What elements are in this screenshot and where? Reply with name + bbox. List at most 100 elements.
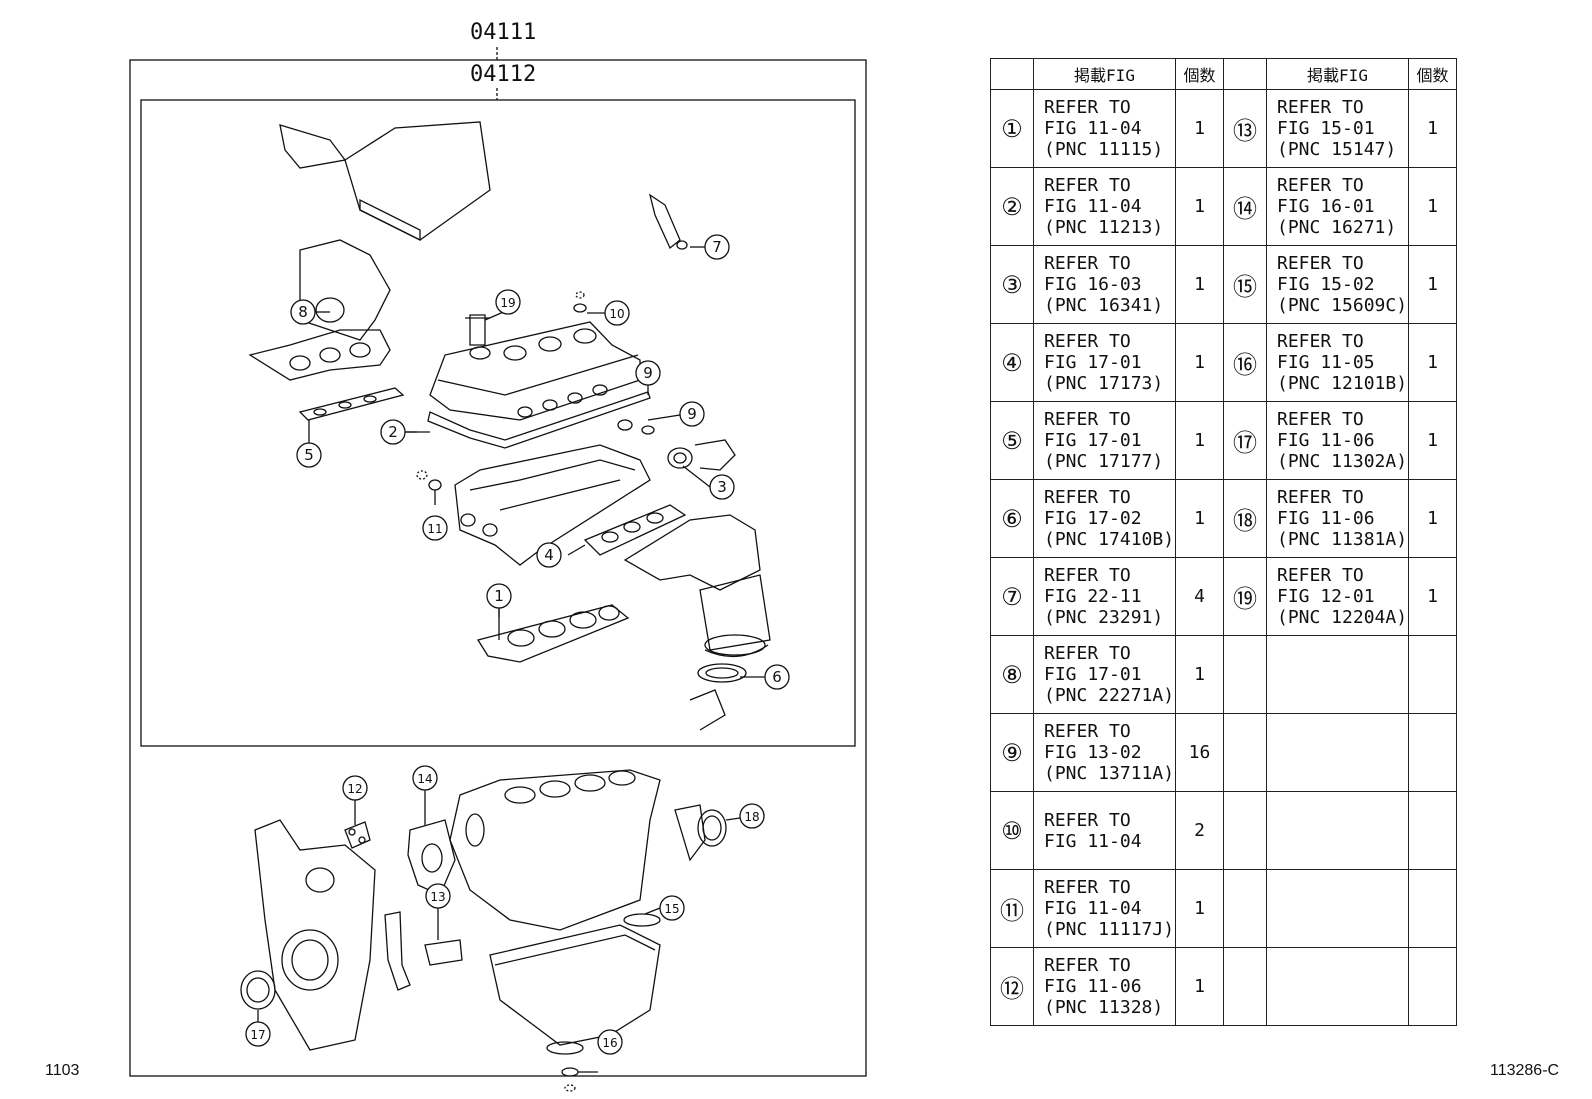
- exhaust-pipe-gasket: [689, 663, 747, 731]
- right-qty-cell: [1408, 869, 1457, 948]
- right-num-cell: ⑬: [1223, 89, 1267, 168]
- air-intake-plenum: [279, 121, 491, 242]
- left-ref-cell: REFER TO FIG 11-04 (PNC 11213): [1033, 167, 1176, 246]
- header-fig: 掲載FIG: [1033, 58, 1176, 90]
- left-num-cell: ⑥: [990, 479, 1034, 558]
- valve-cover-gasket: [405, 391, 651, 449]
- callout-label-6: 6: [772, 668, 782, 686]
- callout-label-8: 8: [298, 303, 308, 321]
- right-qty-cell: 1: [1408, 167, 1457, 246]
- small-gasket: [344, 821, 371, 849]
- left-qty-cell: 1: [1175, 167, 1224, 246]
- oil-pan: [489, 924, 661, 1055]
- intake-manifold-gasket: [248, 239, 391, 381]
- exhaust-manifold: [623, 514, 771, 658]
- right-num-cell: [1223, 635, 1267, 714]
- left-num-cell: ②: [990, 167, 1034, 246]
- footer-right-code: 113286-C: [1490, 1062, 1560, 1079]
- right-qty-cell: 1: [1408, 89, 1457, 168]
- callout-6: [764, 664, 790, 690]
- exhaust-manifold-gasket: [583, 504, 687, 556]
- filler-cap-seal: [573, 291, 587, 313]
- right-num-cell: ⑯: [1223, 323, 1267, 402]
- left-qty-cell: 1: [1175, 401, 1224, 480]
- inner-kit-frame: [140, 99, 856, 747]
- right-num-cell: ⑭: [1223, 167, 1267, 246]
- callout-1: [486, 583, 512, 609]
- left-qty-cell: 1: [1175, 89, 1224, 168]
- front-oil-seal: [240, 970, 276, 1010]
- plug-tube: [648, 193, 688, 250]
- callout-15: [659, 895, 685, 921]
- left-ref-cell: REFER TO FIG 11-04: [1033, 791, 1176, 870]
- left-qty-cell: 2: [1175, 791, 1224, 870]
- left-num-cell: ⑫: [990, 947, 1034, 1026]
- left-ref-cell: REFER TO FIG 17-01 (PNC 17177): [1033, 401, 1176, 480]
- right-num-cell: [1223, 947, 1267, 1026]
- callout-8: [290, 299, 316, 325]
- left-ref-cell: REFER TO FIG 11-04 (PNC 11117J): [1033, 869, 1176, 948]
- right-qty-cell: 1: [1408, 245, 1457, 324]
- callout-3: [709, 474, 735, 500]
- left-qty-cell: 1: [1175, 869, 1224, 948]
- callout-label-10: 10: [609, 307, 624, 321]
- stiffener-gasket: [384, 911, 463, 991]
- right-qty-cell: 1: [1408, 401, 1457, 480]
- footer-left-code: 1103: [45, 1062, 80, 1079]
- drain-plug-gasket: [561, 1067, 579, 1092]
- bolt-seal: [416, 470, 442, 491]
- valve-stem-seals: [617, 419, 655, 435]
- right-num-cell: ⑮: [1223, 245, 1267, 324]
- left-qty-cell: 4: [1175, 557, 1224, 636]
- callout-4: [536, 542, 562, 568]
- intake-gasket-strip: [298, 387, 405, 421]
- left-ref-cell: REFER TO FIG 11-06 (PNC 11328): [1033, 947, 1176, 1026]
- left-ref-cell: REFER TO FIG 22-11 (PNC 23291): [1033, 557, 1176, 636]
- header-no: [990, 58, 1034, 90]
- callout-7: [704, 234, 730, 260]
- callout-16: [597, 1029, 623, 1055]
- cylinder-head: [454, 444, 651, 566]
- right-ref-cell: REFER TO FIG 11-06 (PNC 11302A): [1266, 401, 1409, 480]
- right-ref-cell: [1266, 713, 1409, 792]
- right-qty-cell: [1408, 791, 1457, 870]
- right-qty-cell: [1408, 947, 1457, 1026]
- right-qty-cell: 1: [1408, 323, 1457, 402]
- right-ref-cell: REFER TO FIG 12-01 (PNC 12204A): [1266, 557, 1409, 636]
- right-ref-cell: REFER TO FIG 16-01 (PNC 16271): [1266, 167, 1409, 246]
- callout-label-7: 7: [712, 238, 722, 256]
- callout-label-11: 11: [427, 522, 442, 536]
- left-qty-cell: 16: [1175, 713, 1224, 792]
- callout-9a: [635, 360, 661, 386]
- callout-12: [342, 775, 368, 801]
- header-fig-2: 掲載FIG: [1266, 58, 1409, 90]
- callout-10: [604, 300, 630, 326]
- rear-oil-seal: [674, 804, 727, 862]
- right-ref-cell: [1266, 635, 1409, 714]
- right-ref-cell: REFER TO FIG 11-05 (PNC 12101B): [1266, 323, 1409, 402]
- callout-18: [739, 803, 765, 829]
- left-num-cell: ①: [990, 89, 1034, 168]
- left-num-cell: ⑦: [990, 557, 1034, 636]
- right-num-cell: [1223, 869, 1267, 948]
- callout-label-2: 2: [388, 423, 398, 441]
- cylinder-head-cover: [429, 321, 641, 421]
- callout-14: [412, 765, 438, 791]
- cylinder-block: [449, 769, 661, 931]
- left-ref-cell: REFER TO FIG 16-03 (PNC 16341): [1033, 245, 1176, 324]
- right-ref-cell: REFER TO FIG 11-06 (PNC 11381A): [1266, 479, 1409, 558]
- right-ref-cell: [1266, 869, 1409, 948]
- kit-code-inner: 04112: [470, 62, 537, 87]
- left-ref-cell: REFER TO FIG 17-01 (PNC 17173): [1033, 323, 1176, 402]
- water-pump-gasket: [407, 819, 456, 896]
- left-qty-cell: 1: [1175, 947, 1224, 1026]
- timing-chain-cover: [254, 819, 376, 1051]
- callout-label-9b: 9: [687, 405, 697, 423]
